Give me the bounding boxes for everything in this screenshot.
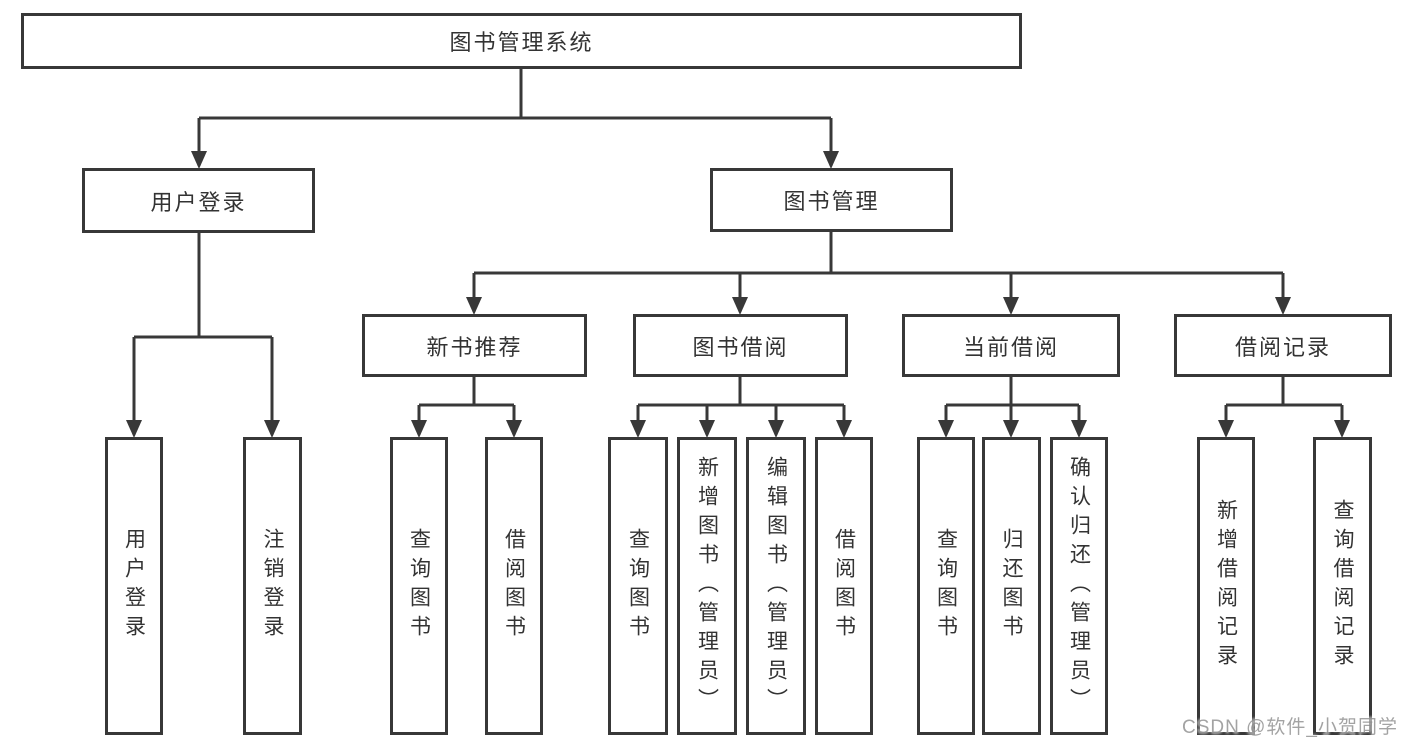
leaf-edit-books-admin: 编辑图书（管理员） [746, 437, 806, 735]
node-book-management: 图书管理 [710, 168, 953, 232]
node-user-login: 用户登录 [82, 168, 315, 233]
node-borrow-records: 借阅记录 [1174, 314, 1392, 377]
wire-borrow-records-children [1218, 377, 1350, 438]
leaf-confirm-return-admin: 确认归还（管理员） [1050, 437, 1108, 735]
wire-book-borrow-children [630, 377, 852, 438]
leaf-query-books-borrow: 查询图书 [608, 437, 668, 735]
wire-new-books-children [411, 377, 522, 438]
leaf-add-books-admin: 新增图书（管理员） [677, 437, 737, 735]
leaf-borrow-books: 借阅图书 [815, 437, 873, 735]
leaf-add-borrow-record: 新增借阅记录 [1197, 437, 1255, 735]
node-current-borrow: 当前借阅 [902, 314, 1120, 377]
wire-book-mgmt-to-level3 [466, 232, 1291, 315]
leaf-return-books: 归还图书 [982, 437, 1041, 735]
leaf-query-books-current: 查询图书 [917, 437, 975, 735]
wire-current-borrow-children [938, 377, 1087, 438]
csdn-watermark: CSDN @软件_小贺同学 [1182, 717, 1398, 738]
wire-root-to-level2 [191, 69, 839, 169]
node-book-borrow: 图书借阅 [633, 314, 848, 377]
wire-user-login-children [126, 233, 280, 438]
leaf-query-books-recommend: 查询图书 [390, 437, 448, 735]
node-new-book-recommend: 新书推荐 [362, 314, 587, 377]
leaf-query-borrow-record: 查询借阅记录 [1313, 437, 1372, 735]
node-root: 图书管理系统 [21, 13, 1022, 69]
leaf-user-login: 用户登录 [105, 437, 163, 735]
leaf-borrow-books-recommend: 借阅图书 [485, 437, 543, 735]
leaf-logout: 注销登录 [243, 437, 302, 735]
